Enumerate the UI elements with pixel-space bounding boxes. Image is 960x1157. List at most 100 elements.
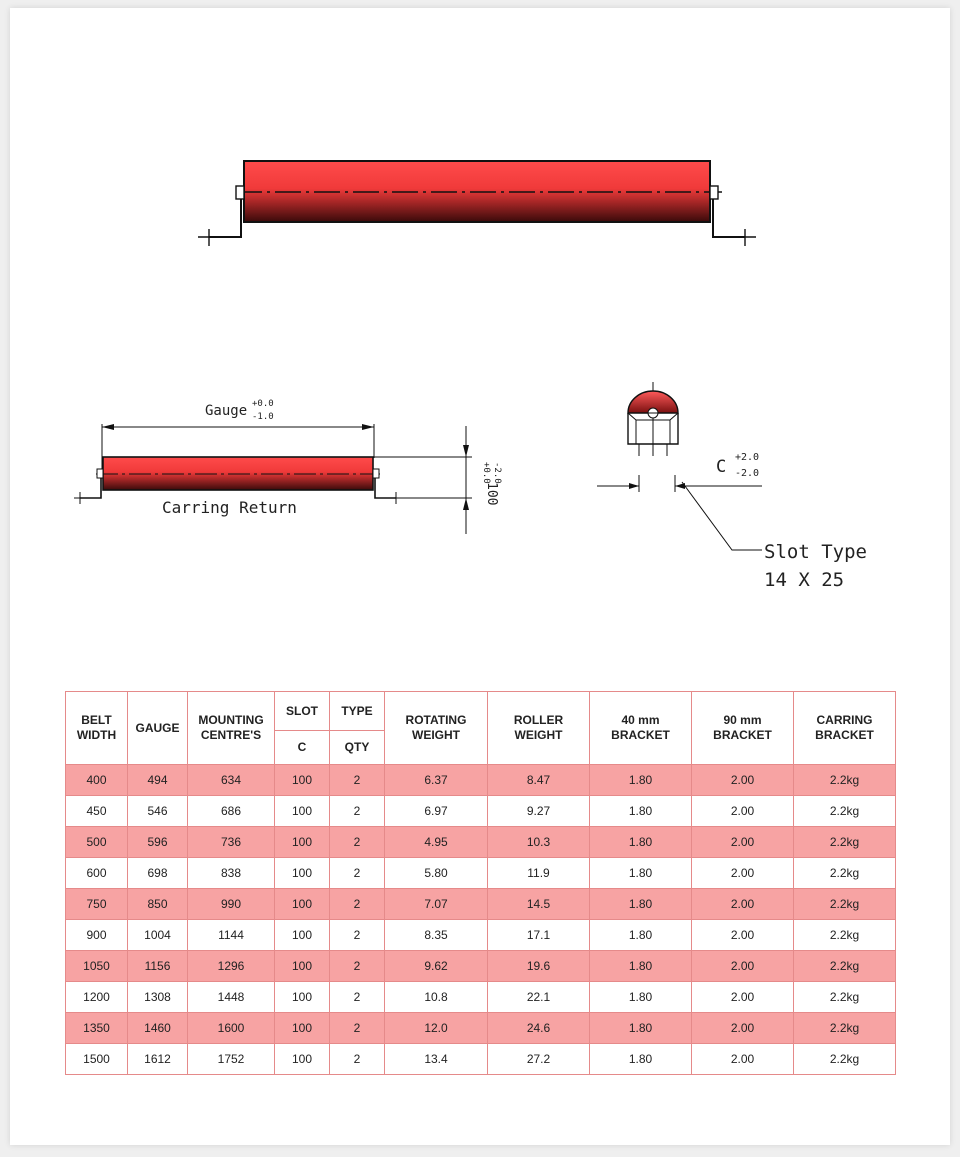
cell: 6.37 [384,764,488,796]
cell: 838 [187,857,275,889]
table-row: 450 546 686 100 2 6.97 9.27 1.80 2.00 2.… [65,795,896,827]
cell: 494 [127,764,188,796]
cell: 1004 [127,919,188,951]
cell: 14.5 [487,888,590,920]
technical-drawing: Gauge +0.0 -1.0 Carring Return +0.0 -2.0… [74,160,867,591]
table-row: 750 850 990 100 2 7.07 14.5 1.80 2.00 2.… [65,888,896,920]
carrying-return-label: Carring Return [162,498,297,517]
cell: 100 [274,981,330,1013]
cell: 8.35 [384,919,488,951]
table-row: 900 1004 1144 100 2 8.35 17.1 1.80 2.00 … [65,919,896,951]
cell: 2.00 [691,764,794,796]
c-label: C [716,457,726,477]
cell: 1050 [65,950,128,982]
table-row: 500 596 736 100 2 4.95 10.3 1.80 2.00 2.… [65,826,896,858]
cell: 500 [65,826,128,858]
cell: 850 [127,888,188,920]
cell: 634 [187,764,275,796]
cell: 8.47 [487,764,590,796]
cell: 1.80 [589,1012,692,1044]
table-row: 400 494 634 100 2 6.37 8.47 1.80 2.00 2.… [65,764,896,796]
cell: 2.2kg [793,1043,896,1075]
cell: 100 [274,795,330,827]
cell: 24.6 [487,1012,590,1044]
table-row: 600 698 838 100 2 5.80 11.9 1.80 2.00 2.… [65,857,896,889]
side-tol-lower: -2.0 [492,462,502,484]
table-row: 1350 1460 1600 100 2 12.0 24.6 1.80 2.00… [65,1012,896,1044]
cell: 2.2kg [793,888,896,920]
cell: 1200 [65,981,128,1013]
cell: 19.6 [487,950,590,982]
cell: 100 [274,1012,330,1044]
cell: 1752 [187,1043,275,1075]
cell: 2.00 [691,795,794,827]
cell: 1.80 [589,795,692,827]
height-value: 100 [484,482,499,505]
header-roller-weight: ROLLER WEIGHT [487,691,590,765]
cell: 2.2kg [793,857,896,889]
cell: 10.8 [384,981,488,1013]
cell: 546 [127,795,188,827]
cell: 2 [329,1043,385,1075]
cell: 9.27 [487,795,590,827]
header-40mm-bracket: 40 mm BRACKET [589,691,692,765]
cell: 2 [329,1012,385,1044]
cell: 2 [329,857,385,889]
cell: 2 [329,888,385,920]
cell: 2.00 [691,1012,794,1044]
cell: 2.2kg [793,1012,896,1044]
cell: 1612 [127,1043,188,1075]
cell: 7.07 [384,888,488,920]
cell: 990 [187,888,275,920]
cell: 1350 [65,1012,128,1044]
cell: 27.2 [487,1043,590,1075]
gauge-tol-lower: -1.0 [252,412,274,422]
cell: 600 [65,857,128,889]
cell: 736 [187,826,275,858]
c-tol-upper: +2.0 [735,452,759,463]
cell: 698 [127,857,188,889]
cell: 1448 [187,981,275,1013]
header-type-qty: QTY [329,730,385,765]
slot-type-label: Slot Type [764,541,867,563]
header-gauge: GAUGE [127,691,188,765]
cell: 2.00 [691,888,794,920]
cell: 4.95 [384,826,488,858]
spec-sheet-card: Gauge +0.0 -1.0 Carring Return +0.0 -2.0… [10,8,950,1145]
cell: 100 [274,950,330,982]
cell: 1.80 [589,1043,692,1075]
c-tol-lower: -2.0 [735,468,759,479]
cell: 1.80 [589,764,692,796]
table-row: 1050 1156 1296 100 2 9.62 19.6 1.80 2.00… [65,950,896,982]
cell: 100 [274,888,330,920]
gauge-label: Gauge [205,403,247,419]
table-body: 400 494 634 100 2 6.37 8.47 1.80 2.00 2.… [65,764,896,1075]
cell: 17.1 [487,919,590,951]
cell: 100 [274,1043,330,1075]
cell: 900 [65,919,128,951]
cell: 2 [329,981,385,1013]
cell: 2.00 [691,1043,794,1075]
cell: 1460 [127,1012,188,1044]
top-roller-view [198,160,756,246]
cell: 100 [274,764,330,796]
cell: 1156 [127,950,188,982]
header-rotating-weight: ROTATING WEIGHT [384,691,488,765]
cell: 2 [329,950,385,982]
side-tol-upper: +0.0 [481,462,491,484]
cell: 2.2kg [793,795,896,827]
cell: 686 [187,795,275,827]
cell: 2 [329,826,385,858]
cell: 1296 [187,950,275,982]
header-carring-bracket: CARRING BRACKET [793,691,896,765]
side-roller-view [74,424,472,534]
cell: 9.62 [384,950,488,982]
header-90mm-bracket: 90 mm BRACKET [691,691,794,765]
slot-size-label: 14 X 25 [764,569,844,591]
cell: 2.00 [691,826,794,858]
cell: 1308 [127,981,188,1013]
header-belt-width: BELT WIDTH [65,691,128,765]
header-slot-c: C [274,730,330,765]
cell: 6.97 [384,795,488,827]
cell: 1.80 [589,857,692,889]
